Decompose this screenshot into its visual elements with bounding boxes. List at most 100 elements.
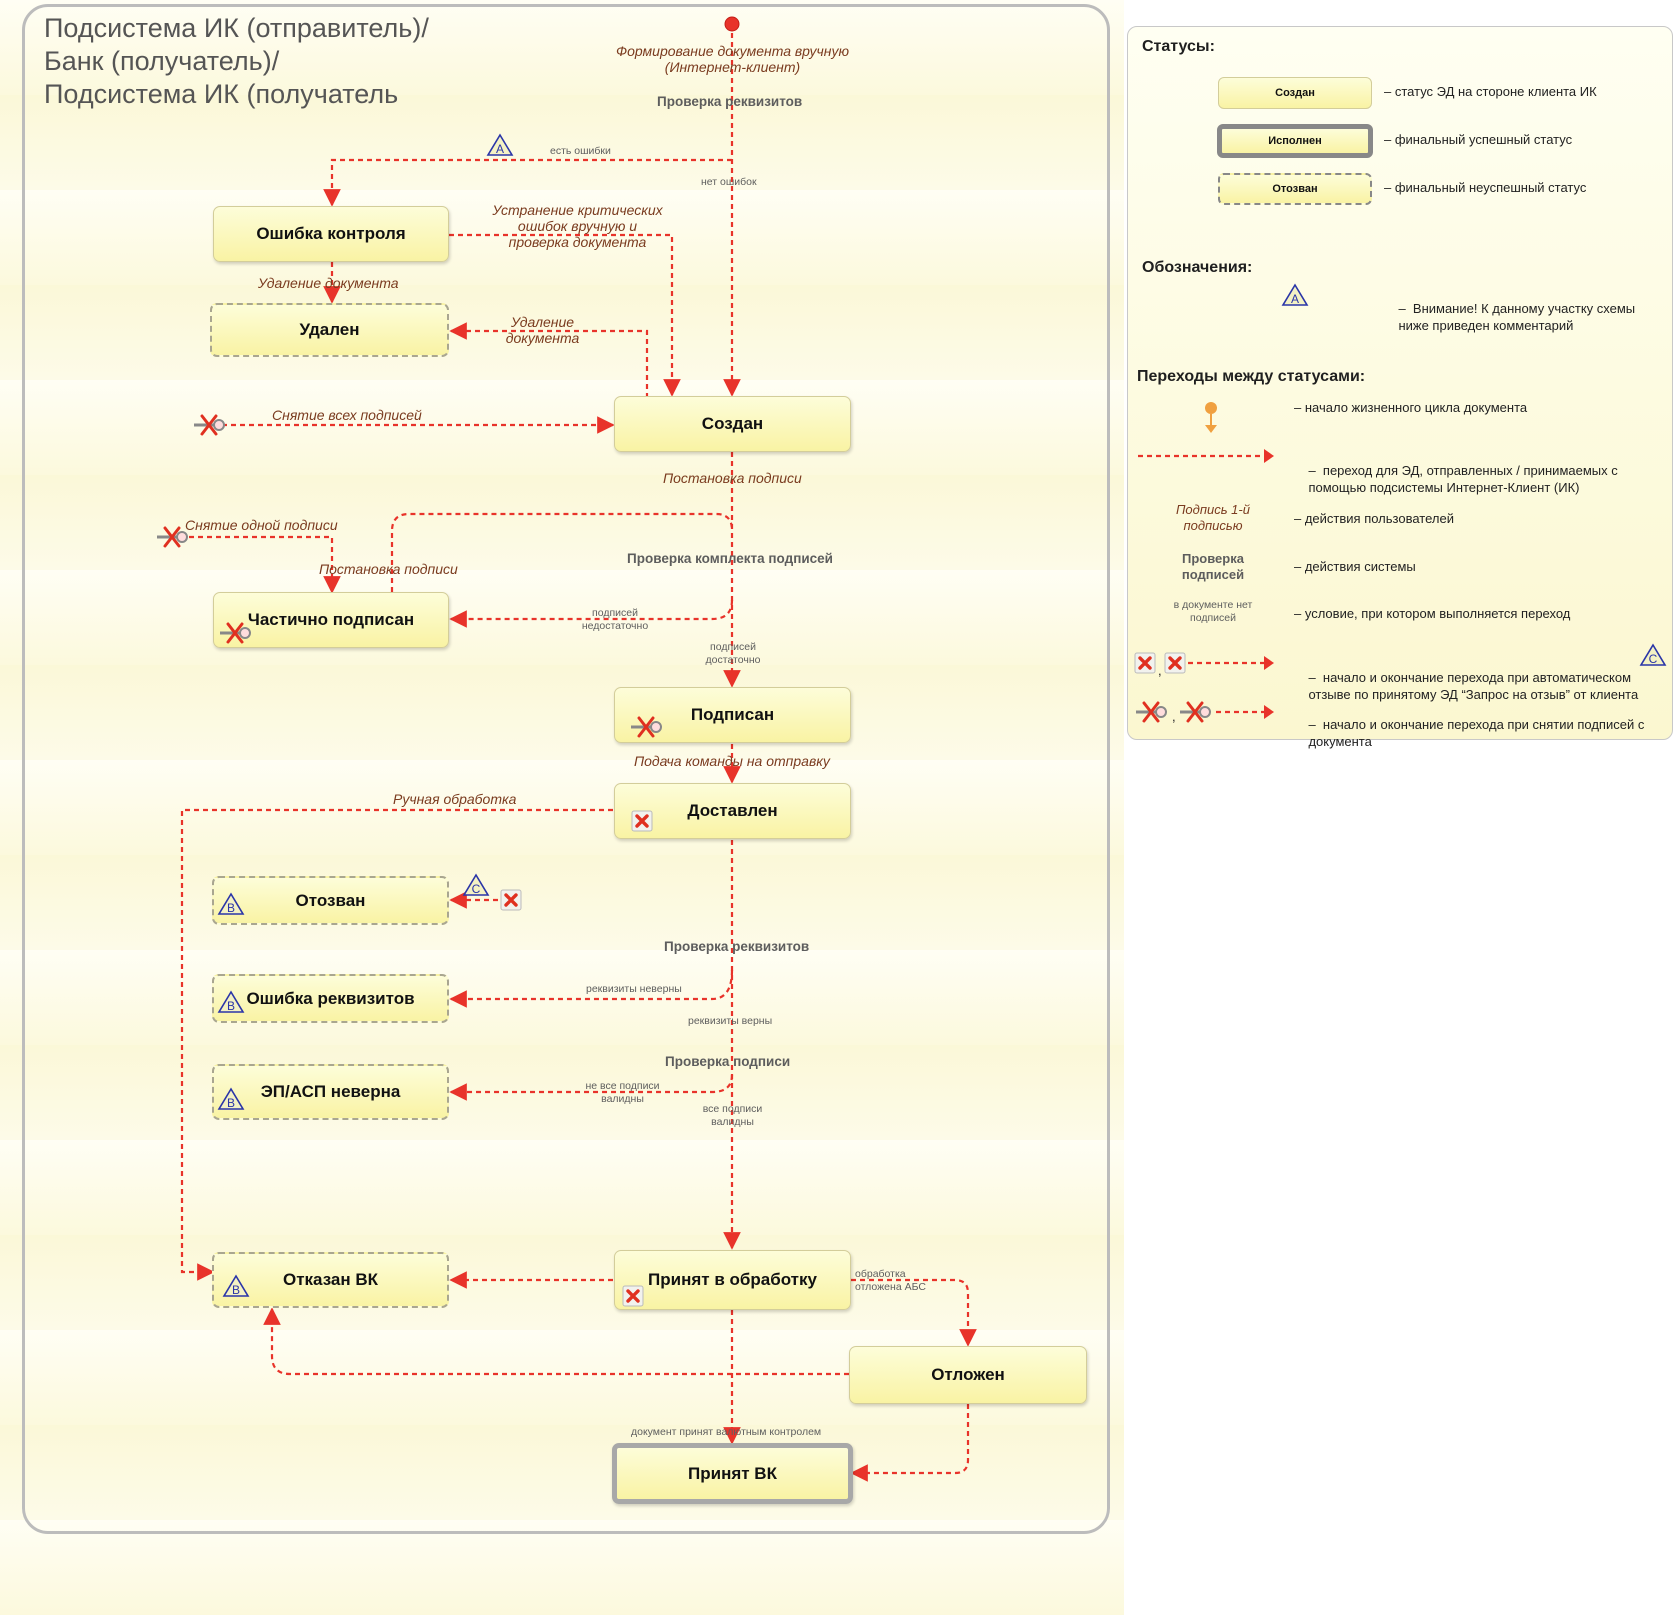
legend-ex-system: Проверка подписей [1158, 551, 1268, 583]
warning-b-letter-3: B [227, 1096, 235, 1110]
label-postanovka-2: Постановка подписи [319, 561, 458, 577]
warning-a-letter: A [496, 142, 504, 156]
auto-revoke-icon-revoked [500, 889, 522, 911]
legend-comma-2: , [1172, 709, 1176, 724]
background-band [0, 760, 1124, 855]
cond-podpisey-nedost: подписей недостаточно [575, 607, 655, 633]
state-created[interactable]: Создан [614, 396, 851, 452]
background-band [0, 1425, 1124, 1520]
warning-b-icon-signature: B [217, 1087, 245, 1110]
state-partially-signed[interactable]: Частично подписан [213, 592, 449, 648]
legend-notation-title: Обозначения: [1142, 259, 1253, 276]
legend-ex-user: Подпись 1-й подписью [1158, 502, 1268, 534]
background-band [0, 665, 1124, 760]
label-snyatie-vseh: Снятие всех подписей [272, 407, 422, 423]
label-udalenie-1: Удаление документа [258, 275, 399, 291]
background-band [0, 380, 1124, 475]
label-snyatie-odnoy: Снятие одной подписи [185, 517, 338, 533]
label-postanovka-1: Постановка подписи [663, 470, 802, 486]
swimlane [22, 4, 1110, 1534]
arrow-postponed-refused [263, 1307, 849, 1376]
warning-c-icon: C [462, 873, 490, 896]
label-formirovanie-text: Формирование документа вручную (Интернет… [616, 43, 849, 75]
warning-c-letter: C [472, 882, 481, 896]
label-udalenie-2-text: Удаление документа [505, 314, 580, 346]
legend-auto-icon-end [1164, 652, 1186, 674]
legend-statuses-title: Статусы: [1142, 38, 1215, 55]
state-revoked[interactable]: Отозван [212, 876, 449, 925]
legend-sign-icon-end [1180, 701, 1211, 723]
cond-rekv-verny: реквизиты верны [688, 1015, 773, 1027]
legend-arrow-icon [1138, 449, 1274, 463]
state-delivered[interactable]: Доставлен [614, 783, 851, 839]
legend-t-start: – начало жизненного цикла документа [1294, 400, 1528, 415]
auto-revoke-icon-delivered [631, 810, 653, 832]
warning-b-icon-refused: B [222, 1274, 250, 1297]
legend-desc-done: – финальный успешный статус [1384, 132, 1573, 147]
cond-net-oshibok: нет ошибок [701, 176, 757, 188]
label-ruchnaya: Ручная обработка [393, 791, 517, 807]
legend-ex-user-text: Подпись 1-й подписью [1176, 502, 1250, 533]
legend-notation-warn: – Внимание! К данному участку схемы ниже… [1384, 283, 1635, 351]
warning-b-icon-revoked: B [217, 892, 245, 915]
arrow-partial-sign [390, 512, 734, 592]
arrow-rekv-wrong [449, 969, 734, 1008]
legend-notation-warn-text: – Внимание! К данному участку схемы ниже… [1398, 301, 1636, 333]
cond-vse-text: все подписи валидны [702, 1103, 763, 1128]
legend-state-revoked: Отозван [1218, 173, 1372, 205]
state-postponed[interactable]: Отложен [849, 1346, 1087, 1404]
arrow-postponed-vk [850, 1404, 970, 1482]
auto-revoke-icon-accepted [622, 1285, 644, 1307]
background-band [0, 190, 1124, 285]
label-ustranenie: Устранение критических ошибок вручную и … [470, 202, 685, 250]
legend-start-icon [1205, 402, 1217, 433]
state-requisites-error[interactable]: Ошибка реквизитов [212, 974, 449, 1023]
legend-auto-arrow-icon [1188, 656, 1274, 670]
remove-signature-icon-signed [631, 716, 662, 738]
cond-est-oshibki: есть ошибки [550, 145, 611, 157]
remove-signature-icon-partial [220, 622, 251, 644]
background-band [0, 1235, 1124, 1330]
legend-t-sign: – начало и окончание перехода при снятии… [1294, 699, 1644, 767]
state-deleted[interactable]: Удален [210, 303, 449, 357]
background-band [0, 570, 1124, 665]
state-control-error[interactable]: Ошибка контроля [213, 206, 449, 262]
arrow-fix [449, 233, 681, 397]
legend-t-cond: – условие, при котором выполняется перех… [1294, 606, 1571, 621]
state-accepted-vk[interactable]: Принят ВК [612, 1443, 853, 1504]
legend-ex-cond: в документе нет подписей [1158, 599, 1268, 625]
system-proverka-rekv-1: Проверка реквизитов [657, 94, 803, 109]
state-refused-vk[interactable]: Отказан ВК [212, 1252, 449, 1308]
background-band [0, 1140, 1124, 1235]
arrow-delete2 [449, 322, 649, 398]
legend-warning-letter: A [1291, 292, 1299, 306]
cond-ne-vse-text: не все подписи валидны [585, 1080, 660, 1105]
cond-ne-vse: не все подписи валидны [580, 1080, 665, 1106]
legend-ex-system-text: Проверка подписей [1181, 551, 1245, 582]
lane-title-line-3: Подсистема ИК (получатель [44, 79, 399, 109]
background-band [0, 285, 1124, 380]
label-podacha: Подача команды на отправку [634, 753, 830, 769]
background-band [0, 475, 1124, 570]
background-band [0, 95, 1124, 190]
legend-comma-1: , [1158, 663, 1162, 678]
background-band [0, 0, 1124, 95]
legend-warning-c-icon: C [1639, 643, 1667, 666]
state-signed[interactable]: Подписан [614, 687, 851, 743]
arrow-sig-wrong [449, 1074, 734, 1101]
cond-vse: все подписи валидны [690, 1103, 775, 1129]
warning-b-icon-requisites: B [217, 990, 245, 1013]
cond-podpisey-dost-text: подписей достаточно [705, 641, 761, 666]
warning-a-icon: A [486, 133, 514, 156]
transition-arrows [180, 16, 977, 1482]
state-accepted-processing[interactable]: Принят в обработку [614, 1250, 851, 1310]
state-signature-invalid[interactable]: ЭП/АСП неверна [212, 1064, 449, 1120]
legend-desc-created: – статус ЭД на стороне клиента ИК [1384, 84, 1597, 99]
remove-signatures-icon-all [194, 414, 225, 436]
arrow-manual [180, 808, 613, 1281]
legend-sign-arrow-icon [1216, 705, 1274, 719]
system-proverka-podpisi: Проверка подписи [665, 1054, 791, 1069]
legend-t-arrow-text: – переход для ЭД, отправленных / принима… [1308, 463, 1618, 495]
label-formirovanie: Формирование документа вручную (Интернет… [600, 43, 865, 75]
lane-title: Подсистема ИК (отправитель)/ Банк (получ… [44, 12, 564, 111]
